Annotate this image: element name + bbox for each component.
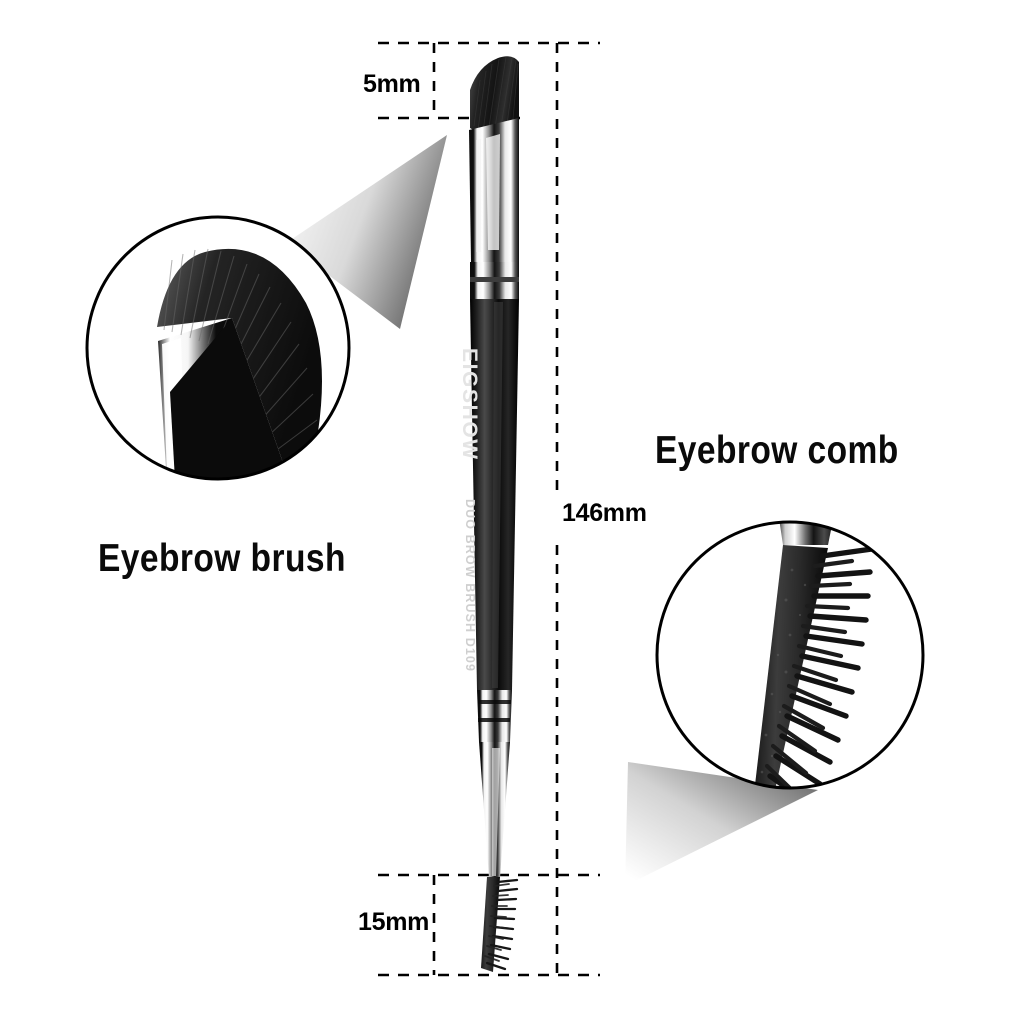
dimension-label-brush-head-width: 5mm [363,70,421,98]
callout-title-eyebrow-brush: Eyebrow brush [98,537,346,580]
inset-eyebrow-comb [655,520,925,790]
inset-eyebrow-brush [85,215,351,481]
inset-circle-right-outline [655,520,925,790]
inset-comb-ferrule [777,522,836,545]
inset-circle-left-outline [85,215,351,481]
dimension-lines-vertical [432,43,559,975]
dimension-label-total-length: 146mm [562,499,647,527]
magnifier-cone-right [625,762,818,886]
ferrule-band-upper-2 [470,282,519,299]
dimension-label-comb-length: 15mm [358,908,430,936]
comb-teeth [485,878,519,971]
brush-product-illustration [469,56,519,972]
eyebrow-comb-head [481,877,500,972]
inset-brush-bristles [157,248,322,479]
ferrule-band-upper [470,262,519,277]
lower-ferrule [477,690,512,742]
angled-brush-head [470,56,519,137]
magnifier-cone-left [286,135,447,329]
callout-title-eyebrow-comb: Eyebrow comb [655,429,899,472]
